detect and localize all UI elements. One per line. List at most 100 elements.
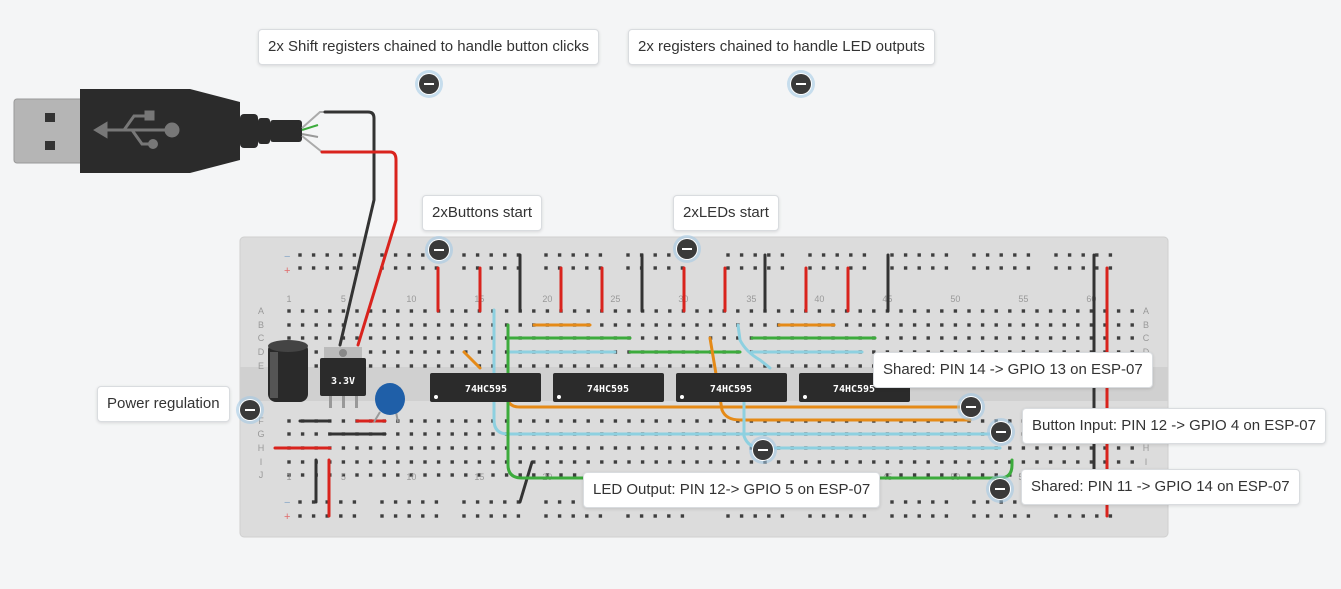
breadboard-hole[interactable] <box>1067 514 1072 518</box>
breadboard-hole[interactable] <box>653 266 657 270</box>
breadboard-hole[interactable] <box>396 473 400 477</box>
breadboard-hole[interactable] <box>298 266 302 270</box>
breadboard-hole[interactable] <box>477 419 482 423</box>
breadboard-hole[interactable] <box>1008 309 1012 313</box>
breadboard-hole[interactable] <box>736 460 740 464</box>
breadboard-hole[interactable] <box>849 514 853 518</box>
breadboard-hole[interactable] <box>298 514 302 518</box>
breadboard-hole[interactable] <box>355 323 359 327</box>
breadboard-hole[interactable] <box>436 473 441 477</box>
breadboard-hole[interactable] <box>503 514 507 518</box>
breadboard-hole[interactable] <box>572 473 577 477</box>
breadboard-hole[interactable] <box>817 460 822 464</box>
breadboard-hole[interactable] <box>835 253 839 257</box>
breadboard-hole[interactable] <box>1108 266 1113 270</box>
breadboard-hole[interactable] <box>639 514 644 518</box>
breadboard-hole[interactable] <box>1130 460 1134 464</box>
breadboard-hole[interactable] <box>808 514 812 518</box>
breadboard-hole[interactable] <box>407 266 411 270</box>
breadboard-hole[interactable] <box>352 253 357 257</box>
breadboard-hole[interactable] <box>409 460 414 464</box>
breadboard-hole[interactable] <box>953 309 958 313</box>
breadboard-hole[interactable] <box>668 336 672 340</box>
breadboard-hole[interactable] <box>739 514 744 518</box>
breadboard-hole[interactable] <box>503 266 507 270</box>
breadboard-hole[interactable] <box>985 514 990 518</box>
breadboard-hole[interactable] <box>994 460 998 464</box>
breadboard-hole[interactable] <box>518 419 522 423</box>
breadboard-hole[interactable] <box>585 266 589 270</box>
breadboard-hole[interactable] <box>1089 309 1094 313</box>
breadboard-hole[interactable] <box>985 266 990 270</box>
breadboard-hole[interactable] <box>654 309 658 313</box>
breadboard-hole[interactable] <box>890 253 894 257</box>
breadboard-hole[interactable] <box>940 460 944 464</box>
breadboard-hole[interactable] <box>325 500 329 504</box>
breadboard-hole[interactable] <box>396 364 400 368</box>
breadboard-hole[interactable] <box>999 253 1003 257</box>
breadboard-hole[interactable] <box>1130 309 1134 313</box>
rail-jumpers[interactable] <box>273 253 1109 518</box>
breadboard-hole[interactable] <box>464 309 468 313</box>
breadboard-hole[interactable] <box>1048 336 1053 340</box>
breadboard-hole[interactable] <box>1089 336 1094 340</box>
breadboard-hole[interactable] <box>462 253 466 257</box>
breadboard-hole[interactable] <box>1035 460 1039 464</box>
breadboard-hole[interactable] <box>627 364 631 368</box>
breadboard-hole[interactable] <box>504 473 509 477</box>
breadboard-hole[interactable] <box>627 446 631 450</box>
breadboard-hole[interactable] <box>1076 350 1080 354</box>
breadboard-hole[interactable] <box>423 460 427 464</box>
breadboard-hole[interactable] <box>572 364 577 368</box>
breadboard-hole[interactable] <box>1035 446 1039 450</box>
breadboard-hole[interactable] <box>586 364 590 368</box>
breadboard-hole[interactable] <box>450 309 454 313</box>
annotation-pin-icon[interactable] <box>428 239 450 261</box>
breadboard-hole[interactable] <box>328 309 332 313</box>
breadboard-hole[interactable] <box>1076 460 1080 464</box>
breadboard-hole[interactable] <box>890 514 894 518</box>
breadboard-hole[interactable] <box>407 253 411 257</box>
breadboard-hole[interactable] <box>695 364 699 368</box>
breadboard-hole[interactable] <box>586 446 590 450</box>
breadboard-hole[interactable] <box>654 446 658 450</box>
breadboard-hole[interactable] <box>899 323 903 327</box>
breadboard-hole[interactable] <box>667 514 671 518</box>
breadboard-hole[interactable] <box>368 364 373 368</box>
breadboard-hole[interactable] <box>585 253 589 257</box>
breadboard-hole[interactable] <box>654 336 658 340</box>
breadboard-hole[interactable] <box>368 446 373 450</box>
breadboard-hole[interactable] <box>489 253 493 257</box>
breadboard-hole[interactable] <box>917 266 921 270</box>
breadboard-hole[interactable] <box>780 253 785 257</box>
breadboard-hole[interactable] <box>352 266 357 270</box>
breadboard-hole[interactable] <box>776 309 781 313</box>
breadboard-hole[interactable] <box>464 323 468 327</box>
breadboard-hole[interactable] <box>1076 323 1080 327</box>
breadboard-hole[interactable] <box>862 266 867 270</box>
breadboard-hole[interactable] <box>1103 309 1107 313</box>
breadboard-hole[interactable] <box>708 323 713 327</box>
breadboard-hole[interactable] <box>640 364 645 368</box>
breadboard-hole[interactable] <box>776 460 781 464</box>
breadboard-hole[interactable] <box>849 253 853 257</box>
breadboard-hole[interactable] <box>885 473 890 477</box>
breadboard-hole[interactable] <box>559 446 563 450</box>
annotation-pin-icon[interactable] <box>676 238 698 260</box>
breadboard-hole[interactable] <box>817 309 822 313</box>
breadboard-hole[interactable] <box>994 336 998 340</box>
breadboard-hole[interactable] <box>341 309 346 313</box>
breadboard-hole[interactable] <box>396 350 400 354</box>
breadboard-hole[interactable] <box>532 446 536 450</box>
breadboard-hole[interactable] <box>899 309 903 313</box>
breadboard-hole[interactable] <box>668 323 672 327</box>
breadboard-hole[interactable] <box>545 473 550 477</box>
breadboard-hole[interactable] <box>409 364 414 368</box>
breadboard-hole[interactable] <box>434 266 439 270</box>
breadboard-hole[interactable] <box>298 253 302 257</box>
breadboard-hole[interactable] <box>613 446 618 450</box>
breadboard-hole[interactable] <box>831 364 835 368</box>
breadboard-hole[interactable] <box>817 364 822 368</box>
breadboard-hole[interactable] <box>613 364 618 368</box>
breadboard-hole[interactable] <box>477 446 482 450</box>
